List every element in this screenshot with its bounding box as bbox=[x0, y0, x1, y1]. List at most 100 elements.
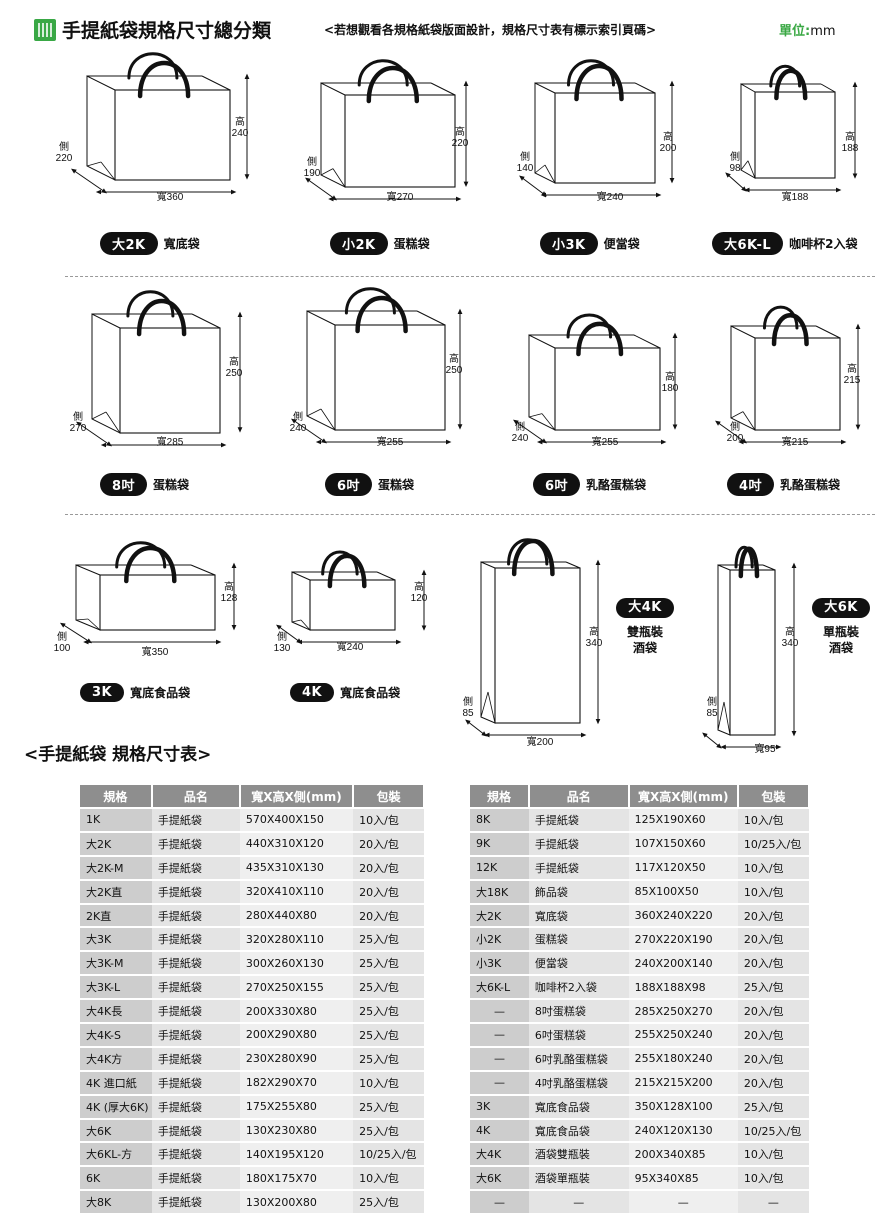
bag-drawing bbox=[86, 52, 231, 181]
product-name-cell: 寬底食品袋 bbox=[528, 1117, 629, 1143]
bag-code-badge: 6吋 bbox=[325, 472, 373, 496]
bag-code-badge: 4吋 bbox=[727, 472, 775, 496]
spec-code-cell: 大4K長 bbox=[80, 998, 152, 1024]
spec-code-cell: 2K直 bbox=[80, 902, 152, 928]
dimensions-cell: 240X200X140 bbox=[628, 950, 738, 976]
product-name-cell: 手提紙袋 bbox=[151, 1045, 240, 1071]
bag-drawing bbox=[306, 287, 446, 431]
dimensions-cell: 175X255X80 bbox=[239, 1093, 354, 1119]
bag-name: 蛋糕袋 bbox=[378, 477, 415, 492]
spec-code-cell: 大4K-S bbox=[80, 1022, 152, 1047]
spec-code-cell: 大3K-M bbox=[80, 950, 152, 976]
spec-code-cell: — bbox=[470, 998, 529, 1024]
dimensions-cell: 188X188X98 bbox=[628, 974, 738, 1000]
bag-drawing bbox=[320, 59, 456, 188]
packing-cell: 10入/包 bbox=[353, 1069, 424, 1095]
bag-handle bbox=[366, 65, 420, 104]
dimensions-cell: 85X100X50 bbox=[628, 878, 738, 904]
dimensions-cell: 107X150X60 bbox=[628, 830, 738, 856]
dimensions-cell: 320X410X110 bbox=[239, 878, 354, 904]
packing-cell: 20入/包 bbox=[353, 878, 424, 904]
bag-handle bbox=[774, 68, 808, 101]
depth-arrow bbox=[702, 732, 722, 749]
dimensions-cell: 255X250X240 bbox=[628, 1022, 738, 1047]
bag-width-label: 寬240 bbox=[597, 190, 624, 203]
packing-cell: 10入/包 bbox=[737, 878, 809, 904]
packing-cell: 20入/包 bbox=[737, 1069, 809, 1095]
column-header: 寬X高X側(mm) bbox=[628, 785, 739, 808]
spec-code-cell: 大3K-L bbox=[80, 974, 152, 1000]
dimensions-cell: 435X310X130 bbox=[239, 854, 354, 880]
product-name-cell: 手提紙袋 bbox=[151, 1165, 240, 1191]
dimensions-cell: 230X280X90 bbox=[239, 1045, 354, 1071]
packing-cell: 25入/包 bbox=[353, 1117, 424, 1143]
product-name-cell: 6吋乳酪蛋糕袋 bbox=[528, 1045, 629, 1071]
depth-arrow bbox=[465, 719, 487, 737]
packing-cell: — bbox=[737, 1189, 809, 1213]
spec-code-cell: 大6K-L bbox=[470, 974, 529, 1000]
depth-arrow bbox=[59, 622, 93, 644]
page-header: 手提紙袋規格尺寸總分類 <若想觀看各規格紙袋版面設計，規格尺寸表有標示索引頁碼>… bbox=[34, 14, 874, 44]
table-header-row: 規格 品名 寬X高X側(mm) 包裝 bbox=[80, 785, 425, 808]
product-name-cell: 蛋糕袋 bbox=[528, 926, 629, 952]
packing-cell: 20入/包 bbox=[737, 950, 809, 976]
depth-arrow bbox=[76, 421, 112, 447]
spec-code-cell: 4K (厚大6K) bbox=[80, 1093, 152, 1119]
product-name-cell: 手提紙袋 bbox=[151, 1022, 240, 1047]
packing-cell: 10入/包 bbox=[353, 807, 424, 832]
spec-code-cell: 大8K bbox=[80, 1189, 152, 1213]
bag-name: 單瓶裝 酒袋 bbox=[822, 625, 859, 655]
spec-code-cell: 大3K bbox=[80, 926, 152, 952]
packing-cell: 20入/包 bbox=[353, 902, 424, 928]
spec-code-cell: 4K 進口紙 bbox=[80, 1069, 152, 1095]
product-name-cell: 手提紙袋 bbox=[151, 998, 240, 1024]
depth-arrow bbox=[725, 172, 747, 192]
dimensions-cell: 255X180X240 bbox=[628, 1045, 738, 1071]
product-name-cell: 手提紙袋 bbox=[528, 830, 629, 856]
packing-cell: 25入/包 bbox=[353, 974, 424, 1000]
dimensions-cell: 215X215X200 bbox=[628, 1069, 738, 1095]
bag-width-label: 寬350 bbox=[142, 645, 169, 658]
product-name-cell: 手提紙袋 bbox=[151, 1141, 240, 1167]
dimensions-cell: 130X200X80 bbox=[239, 1189, 354, 1213]
spec-code-cell: 大2K直 bbox=[80, 878, 152, 904]
depth-arrow bbox=[276, 624, 302, 644]
product-name-cell: 手提紙袋 bbox=[151, 1117, 240, 1143]
packing-cell: 25入/包 bbox=[353, 1189, 424, 1213]
product-name-cell: 飾品袋 bbox=[528, 878, 629, 904]
product-name-cell: 手提紙袋 bbox=[151, 926, 240, 952]
bag-label: 6吋蛋糕袋 bbox=[325, 472, 415, 496]
bag-drawing bbox=[717, 546, 776, 736]
packing-cell: 20入/包 bbox=[737, 1045, 809, 1071]
depth-arrow bbox=[291, 418, 327, 444]
product-name-cell: 手提紙袋 bbox=[151, 1093, 240, 1119]
dimensions-cell: 200X340X85 bbox=[628, 1141, 738, 1167]
product-name-cell: 手提紙袋 bbox=[151, 878, 240, 904]
dimensions-cell: 440X310X120 bbox=[239, 830, 354, 856]
product-name-cell: 手提紙袋 bbox=[151, 830, 240, 856]
product-name-cell: 6吋蛋糕袋 bbox=[528, 1022, 629, 1047]
bag-width-label: 寬270 bbox=[387, 190, 414, 203]
packing-cell: 25入/包 bbox=[353, 950, 424, 976]
bag-drawing bbox=[91, 290, 221, 434]
packing-cell: 10入/包 bbox=[353, 1165, 424, 1191]
packing-cell: 20入/包 bbox=[353, 830, 424, 856]
column-header: 規格 bbox=[470, 785, 530, 808]
dimensions-cell: 320X280X110 bbox=[239, 926, 354, 952]
